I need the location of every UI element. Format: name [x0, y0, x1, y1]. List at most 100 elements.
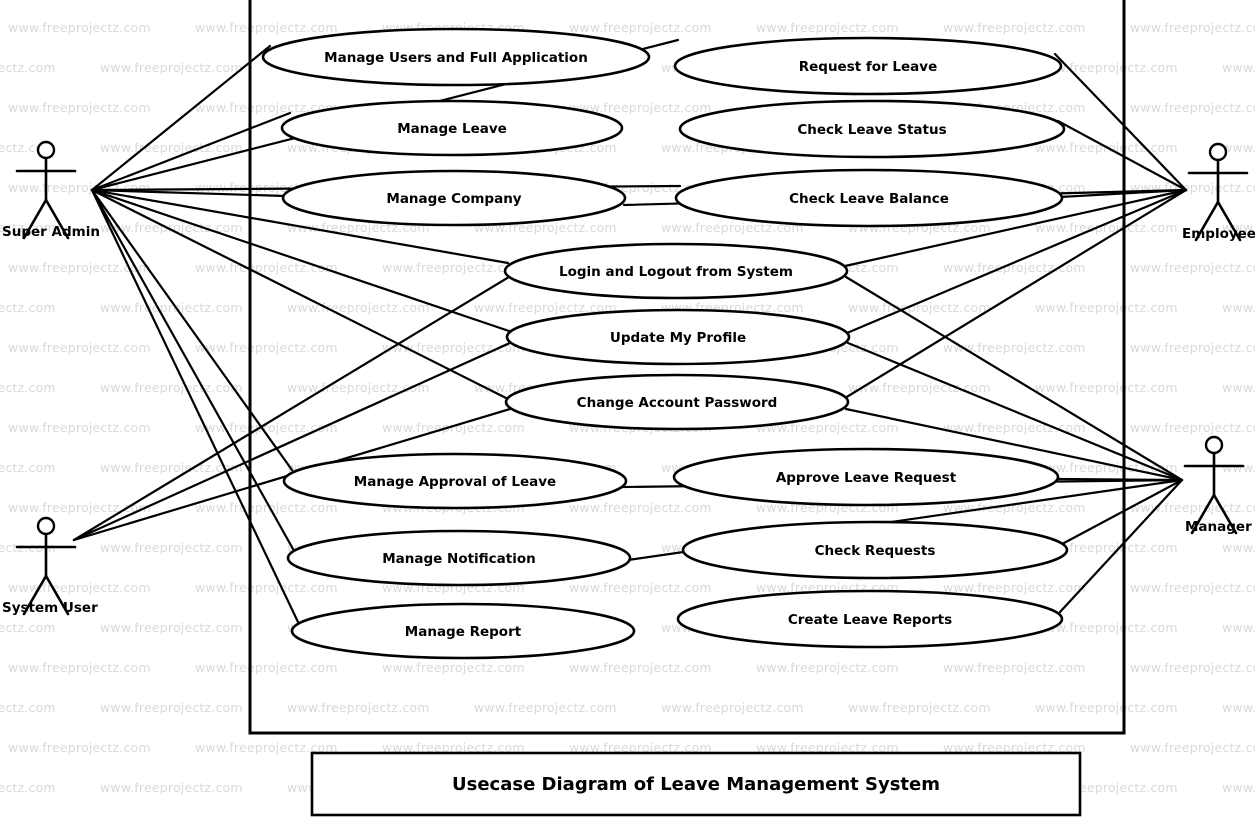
association-line-system-user-to-login-and-logout-from-system	[72, 275, 511, 542]
watermark-text: www.freeprojectz.com	[195, 340, 338, 355]
actor-employee[interactable]: Employee	[1182, 142, 1255, 242]
association-line-super-admin-to-manage-report	[90, 188, 300, 624]
watermark-text: www.freeprojectz.com	[0, 620, 56, 635]
watermark-text: www.freeprojectz.com	[1222, 620, 1255, 635]
usecase-ellipse-manage-users-full-application[interactable]	[261, 27, 651, 87]
usecase-label-check-leave-status: Check Leave Status	[797, 122, 946, 138]
watermark-text: www.freeprojectz.com	[1130, 340, 1255, 355]
usecase-label-manage-users-full-application: Manage Users and Full Application	[324, 50, 588, 66]
usecase-ellipse-approve-leave-request[interactable]	[672, 447, 1060, 507]
actor-super-admin[interactable]: Super Admin	[2, 140, 100, 240]
watermark-text: www.freeprojectz.com	[1222, 300, 1255, 315]
watermark-text: www.freeprojectz.com	[100, 620, 243, 635]
watermark-text: www.freeprojectz.com	[0, 700, 56, 715]
diagram-title-box: Usecase Diagram of Leave Management Syst…	[310, 751, 1082, 817]
usecase-ellipse-manage-leave[interactable]	[280, 99, 624, 157]
usecase-label-request-for-leave: Request for Leave	[799, 59, 938, 75]
usecase-ellipse-update-my-profile[interactable]	[505, 308, 851, 366]
usecase-label-change-account-password: Change Account Password	[577, 395, 778, 411]
watermark-text: www.freeprojectz.com	[661, 700, 804, 715]
association-line-super-admin-to-manage-users-full-application	[90, 44, 272, 192]
usecase-ellipse-check-leave-status[interactable]	[678, 99, 1066, 159]
usecase-manage-report[interactable]: Manage Report	[290, 602, 636, 660]
usecase-ellipse-create-leave-reports[interactable]	[676, 589, 1064, 649]
watermark-text: www.freeprojectz.com	[0, 60, 56, 75]
actor-manager[interactable]: Manager	[1183, 435, 1252, 535]
watermark-text: www.freeprojectz.com	[8, 740, 151, 755]
actor-head-icon	[36, 516, 56, 536]
usecase-change-account-password[interactable]: Change Account Password	[504, 373, 850, 431]
usecase-ellipse-manage-report[interactable]	[290, 602, 636, 660]
usecase-approve-leave-request[interactable]: Approve Leave Request	[672, 447, 1060, 507]
usecase-label-check-requests: Check Requests	[815, 543, 936, 559]
usecase-ellipse-change-account-password[interactable]	[504, 373, 850, 431]
watermark-text: www.freeprojectz.com	[569, 500, 712, 515]
usecase-ellipse-manage-notification[interactable]	[286, 529, 632, 587]
usecase-create-leave-reports[interactable]: Create Leave Reports	[676, 589, 1064, 649]
watermark-text: www.freeprojectz.com	[287, 700, 430, 715]
watermark-text: www.freeprojectz.com	[100, 220, 243, 235]
actor-system-user[interactable]: System User	[2, 516, 98, 616]
watermark-text: www.freeprojectz.com	[943, 20, 1086, 35]
watermark-text: www.freeprojectz.com	[569, 100, 712, 115]
actor-label-employee: Employee	[1182, 226, 1255, 242]
watermark-text: www.freeprojectz.com	[569, 660, 712, 675]
actor-label-system-user: System User	[2, 600, 98, 616]
watermark-text: www.freeprojectz.com	[1222, 780, 1255, 795]
watermark-text: www.freeprojectz.com	[287, 300, 430, 315]
association-line-system-user-to-update-my-profile	[72, 340, 514, 542]
usecase-label-manage-leave: Manage Leave	[397, 121, 507, 137]
watermark-text: www.freeprojectz.com	[1222, 460, 1255, 475]
association-line-super-admin-to-manage-company	[90, 188, 287, 198]
usecase-check-leave-balance[interactable]: Check Leave Balance	[674, 168, 1064, 228]
usecase-update-my-profile[interactable]: Update My Profile	[505, 308, 851, 366]
usecase-label-manage-company: Manage Company	[386, 191, 521, 207]
watermark-text: www.freeprojectz.com	[0, 780, 56, 795]
usecase-manage-company[interactable]: Manage Company	[281, 169, 627, 227]
association-line-manager-to-update-my-profile	[846, 341, 1184, 482]
usecase-check-requests[interactable]: Check Requests	[681, 520, 1069, 580]
usecase-manage-users-full-application[interactable]: Manage Users and Full Application	[261, 27, 651, 87]
usecase-check-leave-status[interactable]: Check Leave Status	[678, 99, 1066, 159]
actor-leg-right	[44, 574, 70, 616]
usecase-ellipse-check-leave-balance[interactable]	[674, 168, 1064, 228]
watermark-text: www.freeprojectz.com	[8, 260, 151, 275]
usecase-login-and-logout-from-system[interactable]: Login and Logout from System	[503, 242, 849, 300]
usecase-manage-approval-of-leave[interactable]: Manage Approval of Leave	[282, 452, 628, 510]
usecase-manage-notification[interactable]: Manage Notification	[286, 529, 632, 587]
watermark-text: www.freeprojectz.com	[569, 580, 712, 595]
actor-leg-right	[44, 198, 70, 240]
association-line-employee-to-login-and-logout-from-system	[843, 188, 1188, 268]
usecase-request-for-leave[interactable]: Request for Leave	[673, 36, 1063, 96]
usecase-manage-leave[interactable]: Manage Leave	[280, 99, 624, 157]
watermark-text: www.freeprojectz.com	[100, 460, 243, 475]
usecase-label-manage-approval-of-leave: Manage Approval of Leave	[354, 474, 556, 490]
watermark-text: www.freeprojectz.com	[8, 100, 151, 115]
watermark-text: www.freeprojectz.com	[0, 460, 56, 475]
watermark-text: www.freeprojectz.com	[8, 580, 151, 595]
actor-leg-left	[1190, 493, 1216, 535]
usecase-ellipse-login-and-logout-from-system[interactable]	[503, 242, 849, 300]
watermark-text: www.freeprojectz.com	[0, 300, 56, 315]
usecase-ellipse-manage-approval-of-leave[interactable]	[282, 452, 628, 510]
usecase-ellipse-request-for-leave[interactable]	[673, 36, 1063, 96]
watermark-text: www.freeprojectz.com	[943, 500, 1086, 515]
actor-head-icon	[36, 140, 56, 160]
watermark-text: www.freeprojectz.com	[382, 420, 525, 435]
usecase-ellipse-check-requests[interactable]	[681, 520, 1069, 580]
watermark-text: www.freeprojectz.com	[8, 20, 151, 35]
watermark-text: www.freeprojectz.com	[195, 740, 338, 755]
watermark-text: www.freeprojectz.com	[1222, 60, 1255, 75]
watermark-text: www.freeprojectz.com	[1130, 580, 1255, 595]
watermark-text: www.freeprojectz.com	[1035, 540, 1178, 555]
watermark-text: www.freeprojectz.com	[0, 380, 56, 395]
association-line-manager-to-login-and-logout-from-system	[844, 275, 1184, 482]
actor-leg-left	[22, 198, 48, 240]
watermark-text: www.freeprojectz.com	[8, 660, 151, 675]
watermark-text: www.freeprojectz.com	[1035, 220, 1178, 235]
watermark-text: www.freeprojectz.com	[943, 580, 1086, 595]
watermark-text: www.freeprojectz.com	[1035, 700, 1178, 715]
usecase-ellipse-manage-company[interactable]	[281, 169, 627, 227]
usecase-label-update-my-profile: Update My Profile	[610, 330, 746, 346]
